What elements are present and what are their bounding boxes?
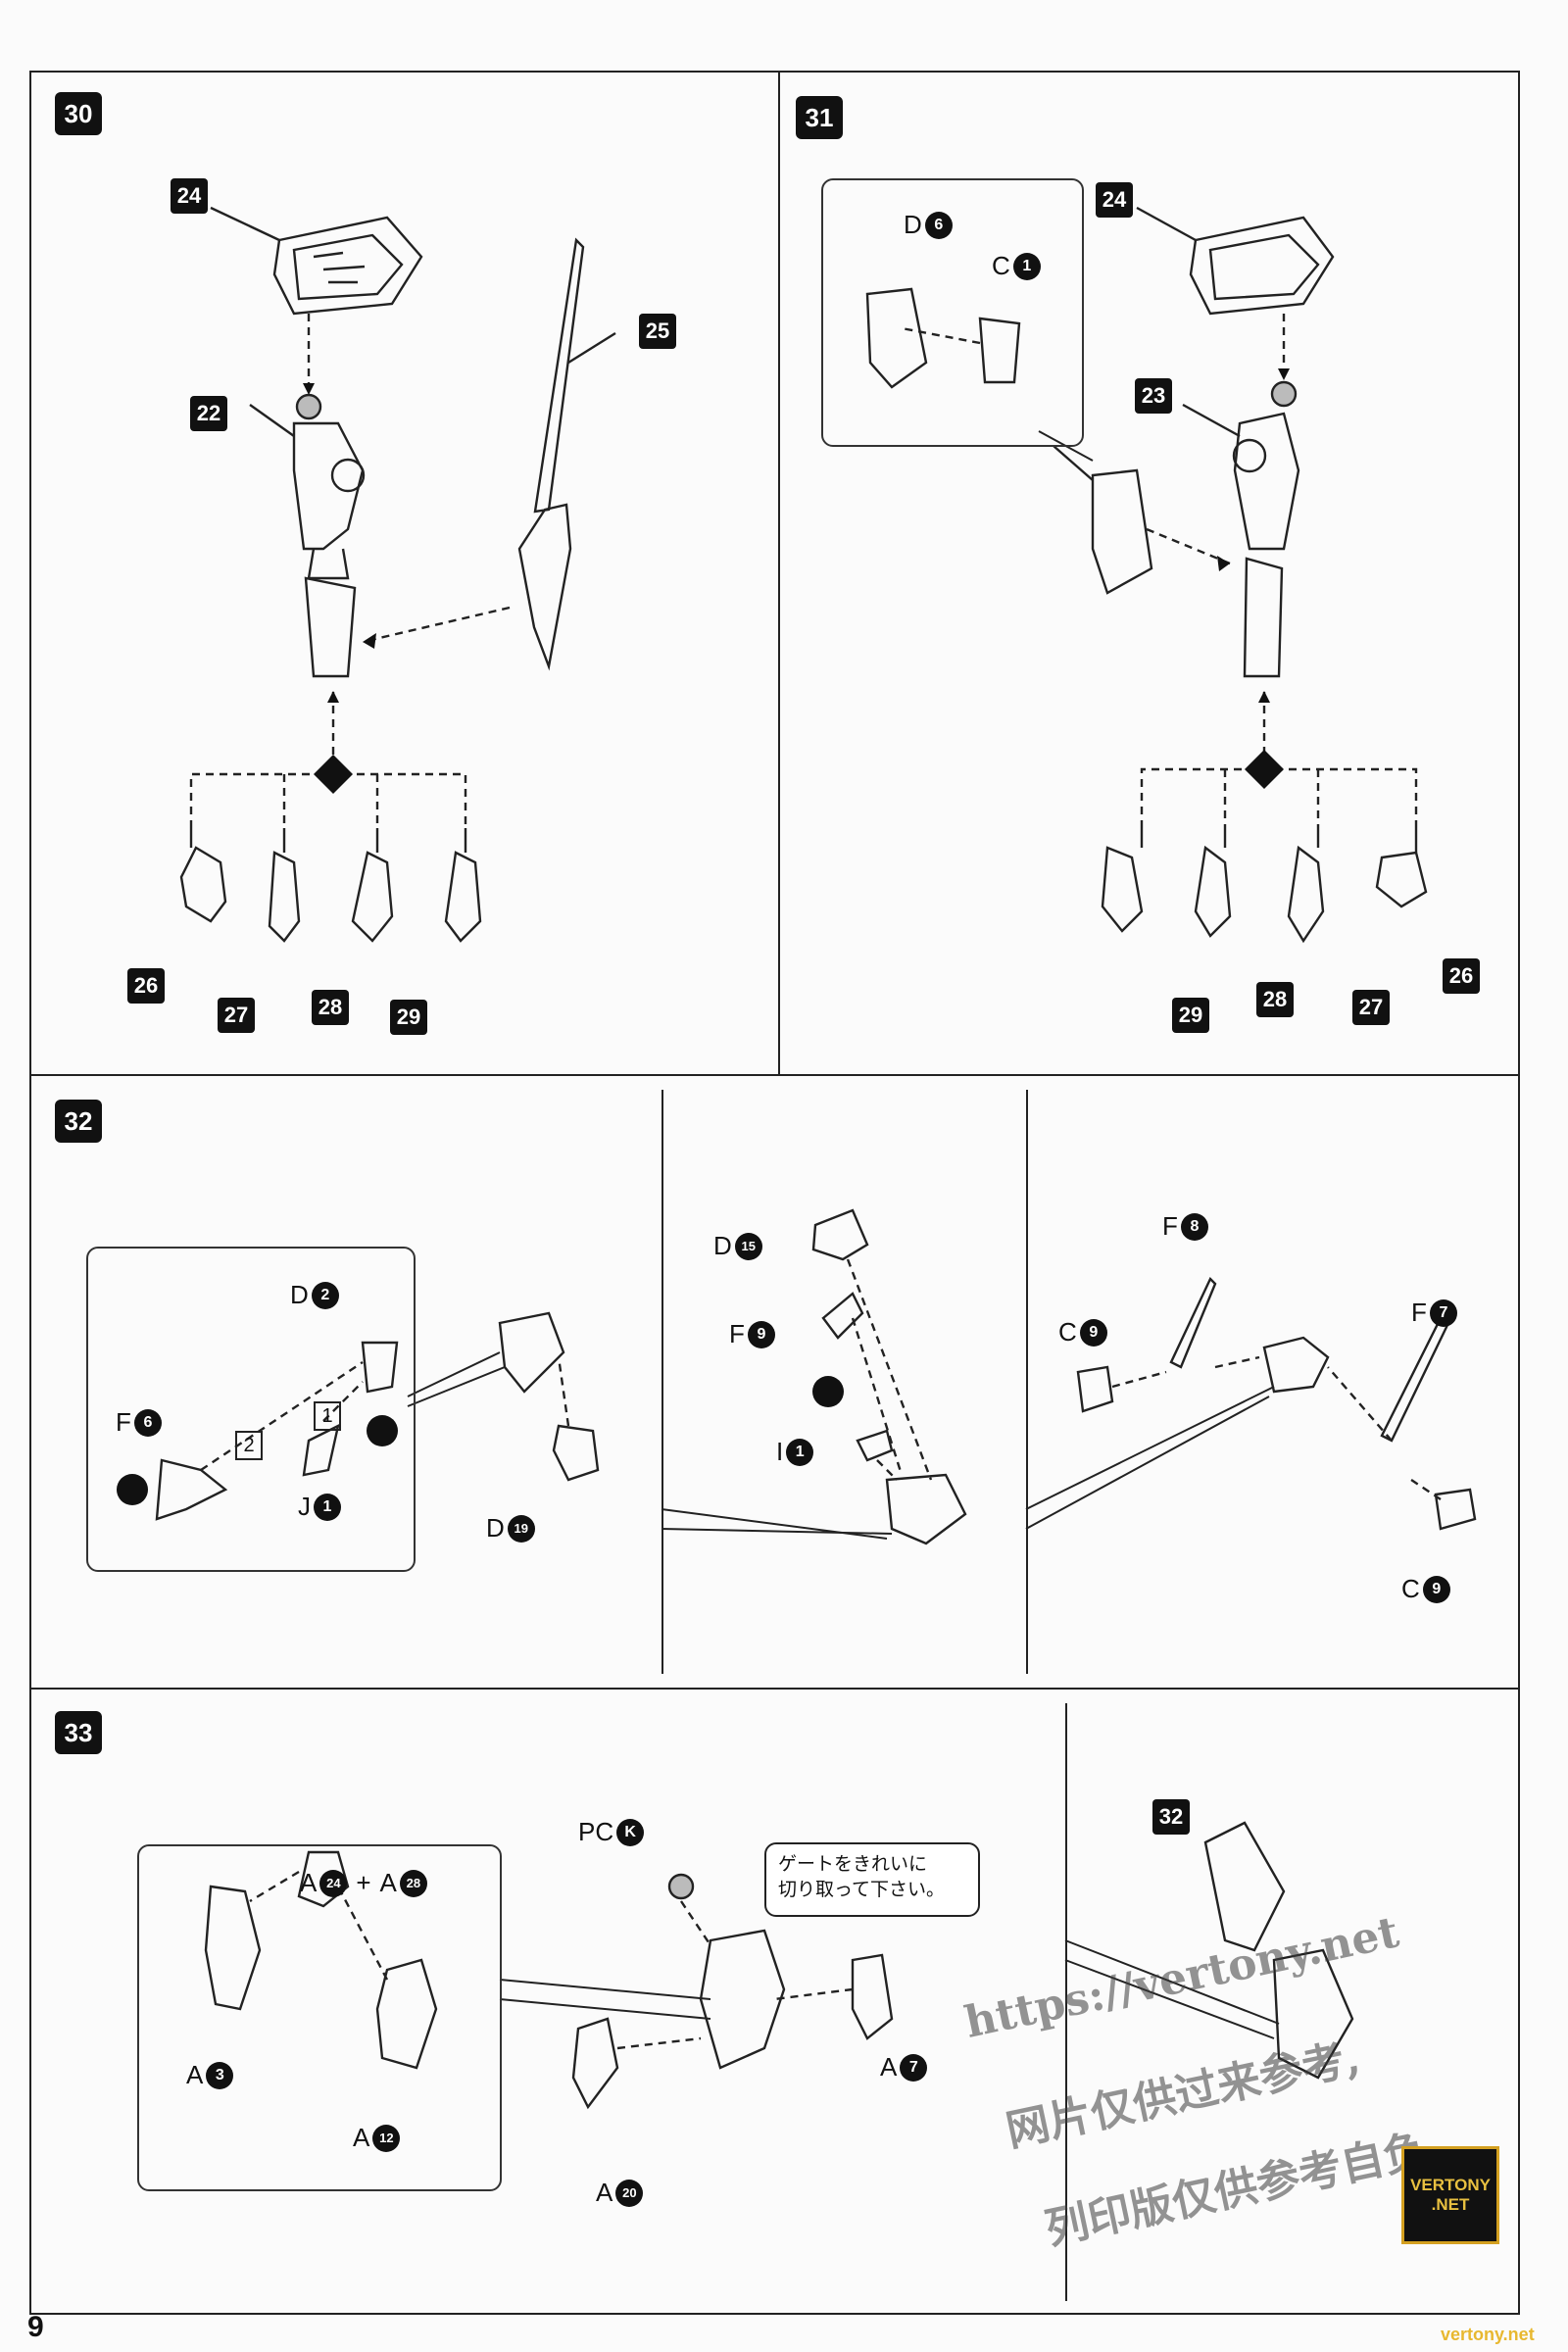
vertony-logo: VERTONY .NET [1401,2146,1499,2244]
gate-cut-note-line2: 切り取って下さい。 [778,1880,946,1900]
order-2-label: 2 [235,1431,263,1460]
vertony-logo-line2: .NET [1431,2195,1470,2214]
part-25-label: 25 [639,314,676,349]
part-26-label-31: 26 [1443,958,1480,994]
part-28-label: 28 [312,990,349,1025]
part-28-label-31: 28 [1256,982,1294,1017]
part-27-label: 27 [218,998,255,1033]
step-31-number: 31 [796,96,843,139]
part-27-label-31: 27 [1352,990,1390,1025]
step-33-panel [29,1688,1520,2315]
step-33-divider [1065,1703,1067,2301]
part-29-label-31: 29 [1172,998,1209,1033]
step-32-number: 32 [55,1100,102,1143]
order-1-label: 1 [314,1401,341,1431]
page-number: 9 [27,2311,44,2343]
ref-step-32-label: 32 [1152,1799,1190,1835]
gate-cut-note-line1: ゲートをきれいに [778,1854,928,1875]
step-32-divider-2 [1026,1090,1028,1674]
part-24-label: 24 [171,178,208,214]
step-33-inset [137,1844,502,2191]
part-23-label: 23 [1135,378,1172,414]
vertony-logo-line1: VERTONY [1410,2176,1491,2194]
step-32-inset [86,1247,416,1572]
part-22-label: 22 [190,396,227,431]
gate-cut-note: ゲートをきれいに 切り取って下さい。 [764,1842,980,1917]
footer-url: vertony.net [1441,2325,1535,2344]
step-30-number: 30 [55,92,102,135]
part-26-label: 26 [127,968,165,1004]
step-31-inset [821,178,1084,447]
part-29-label: 29 [390,1000,427,1035]
step-33-number: 33 [55,1711,102,1754]
step-32-divider-1 [662,1090,663,1674]
part-24-label-31: 24 [1096,182,1133,218]
